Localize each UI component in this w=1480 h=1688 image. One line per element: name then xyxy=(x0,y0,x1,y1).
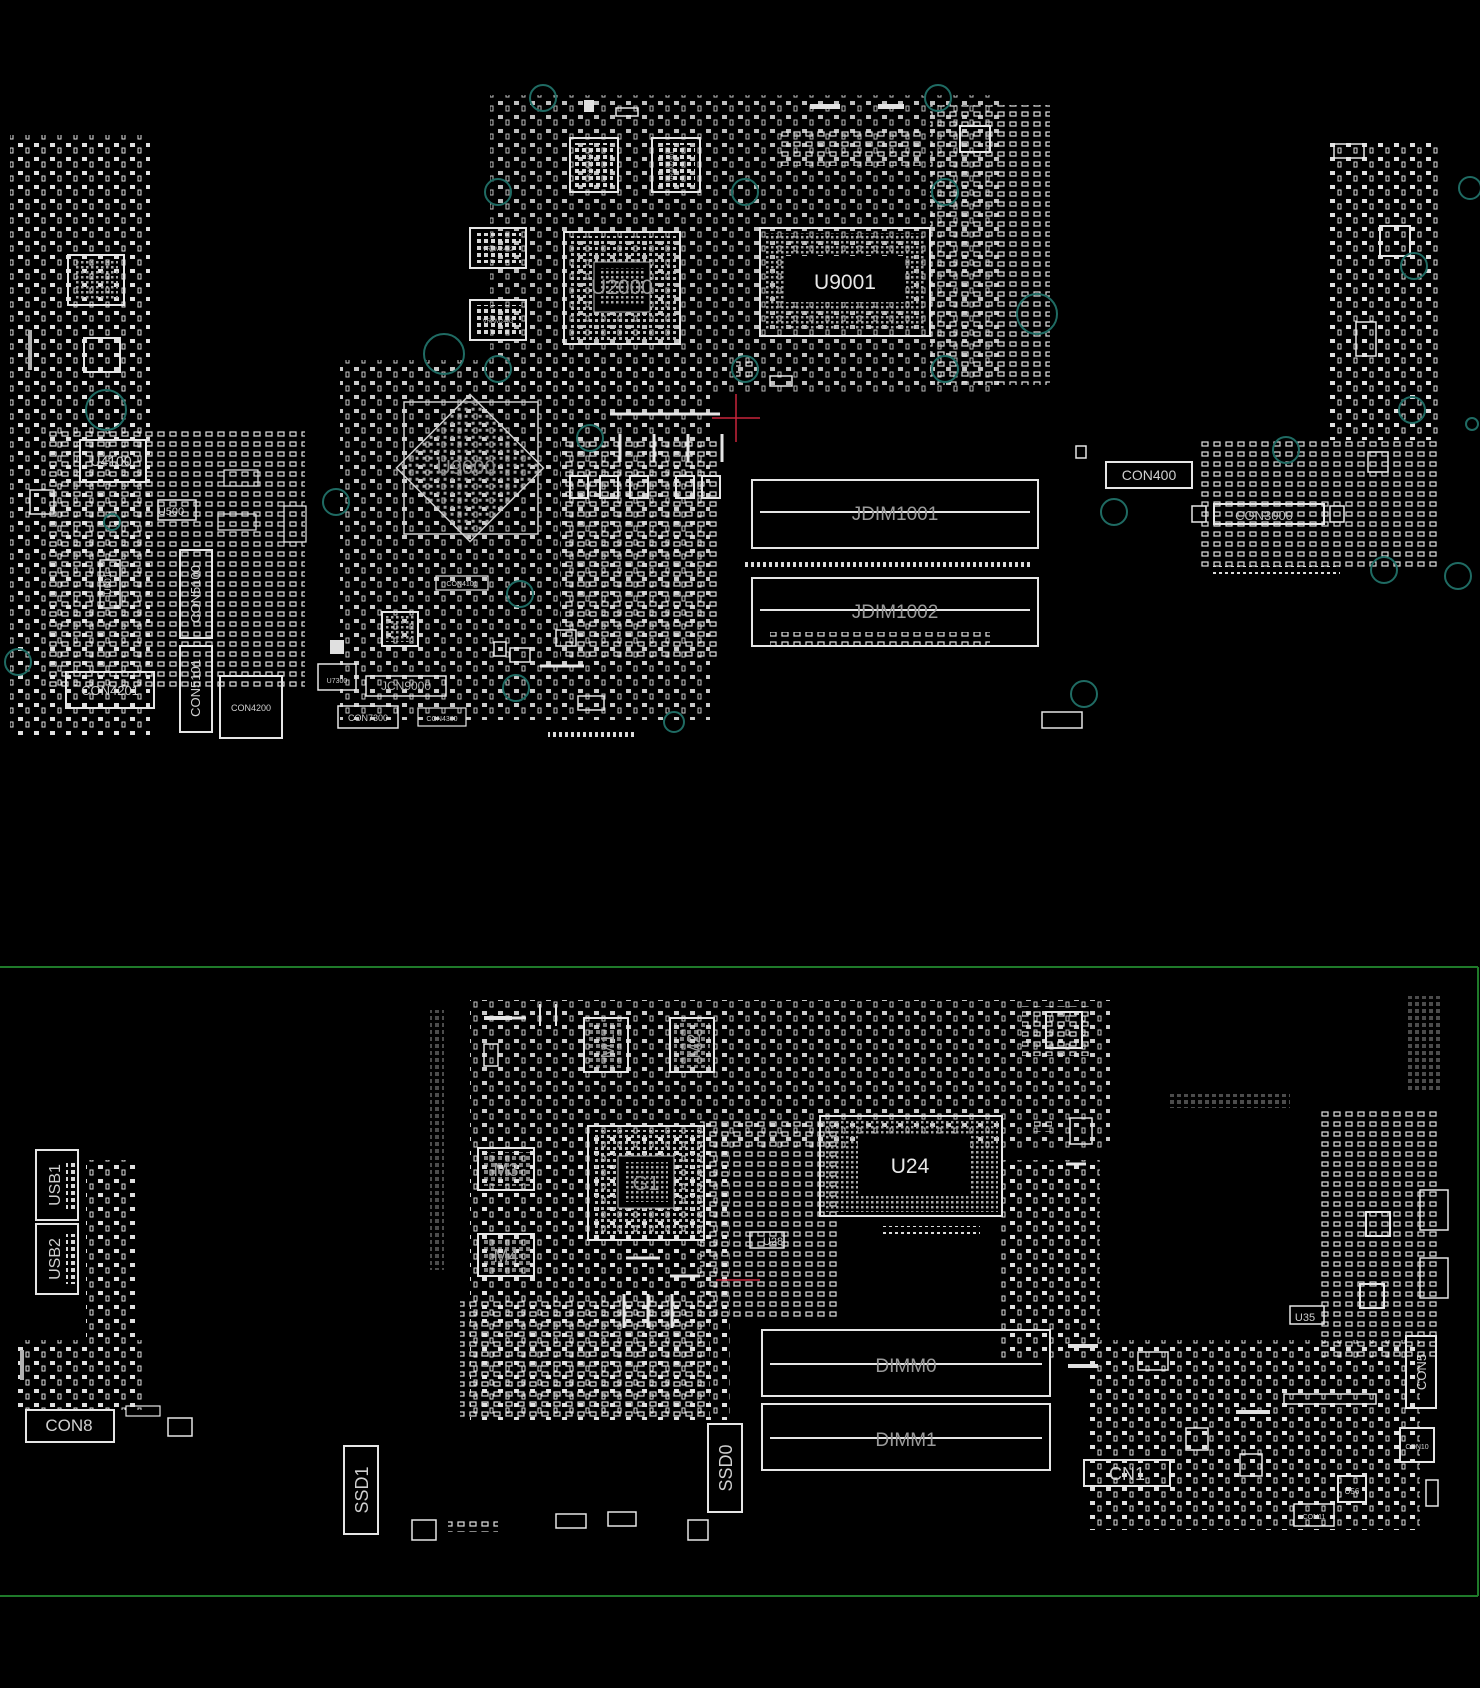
u4100-label[interactable]: U4100 xyxy=(90,453,131,469)
m3-label[interactable]: M3 xyxy=(493,1160,518,1180)
jcn9000-label[interactable]: JCN9000 xyxy=(381,679,431,693)
con3000-label[interactable]: CON3000 xyxy=(1235,508,1293,523)
m1-label[interactable]: M1 xyxy=(598,1033,618,1058)
u28-label[interactable]: U28 xyxy=(763,1236,783,1248)
con5100-label[interactable]: CON5100 xyxy=(188,565,203,623)
con8-label[interactable]: CON8 xyxy=(45,1416,92,1435)
mounting-holes-top xyxy=(4,84,1480,733)
con5-label[interactable]: CON5 xyxy=(1414,1354,1429,1390)
ssd1-label[interactable]: SSD1 xyxy=(352,1466,372,1513)
u501-label[interactable]: U501 xyxy=(103,573,113,595)
vram-label-3[interactable]: VRAM2402 xyxy=(483,247,514,253)
u35-label[interactable]: U35 xyxy=(1295,1312,1315,1324)
con4300-label[interactable]: CON4300 xyxy=(426,716,457,723)
m4-label[interactable]: M4 xyxy=(493,1246,518,1266)
u9001-label[interactable]: U9001 xyxy=(814,271,876,294)
top-board xyxy=(10,95,1440,739)
con400-label[interactable]: CON400 xyxy=(1122,467,1177,483)
u9000-label[interactable]: U9000 xyxy=(437,457,496,479)
con5101-label[interactable]: CON5101 xyxy=(188,659,203,717)
con7300-label[interactable]: CON7300 xyxy=(348,713,388,723)
u24-label[interactable]: U24 xyxy=(891,1155,930,1178)
jdim1002-label[interactable]: JDIM1002 xyxy=(852,602,939,623)
dimm1-label[interactable]: DIMM1 xyxy=(875,1430,936,1451)
con4200-label[interactable]: CON4200 xyxy=(231,703,271,713)
cn1-label[interactable]: CN1 xyxy=(1109,1464,1145,1484)
dimm0-label[interactable]: DIMM0 xyxy=(875,1356,936,1377)
usb1-label[interactable]: USB1 xyxy=(47,1164,64,1206)
con10-label[interactable]: CON10 xyxy=(1405,1444,1428,1451)
usb2-label[interactable]: USB2 xyxy=(47,1238,64,1280)
u500-label[interactable]: U500 xyxy=(158,506,184,518)
u2000-label[interactable]: U2000 xyxy=(591,276,653,299)
vram-label-2[interactable]: VRAM2301 xyxy=(670,150,676,181)
u56-label[interactable]: U56 xyxy=(1345,1487,1360,1496)
g1-label[interactable]: G1 xyxy=(633,1173,660,1195)
con4101-label[interactable]: CON4101 xyxy=(446,581,477,588)
vram-label-1[interactable]: VRAM2401 xyxy=(588,150,594,181)
vram-label-4[interactable]: VRAM2403 xyxy=(483,319,514,325)
bottom-board xyxy=(16,996,1449,1541)
u7300-label[interactable]: U7300 xyxy=(327,678,348,685)
con4201-label[interactable]: CON4201 xyxy=(81,683,139,698)
m2-label[interactable]: M2 xyxy=(684,1033,704,1058)
ssd0-label[interactable]: SSD0 xyxy=(716,1444,736,1491)
jdim1001-label[interactable]: JDIM1001 xyxy=(852,504,939,525)
bottom-board-outline xyxy=(0,966,1479,1597)
con11-label[interactable]: CON11 xyxy=(1303,1514,1326,1521)
